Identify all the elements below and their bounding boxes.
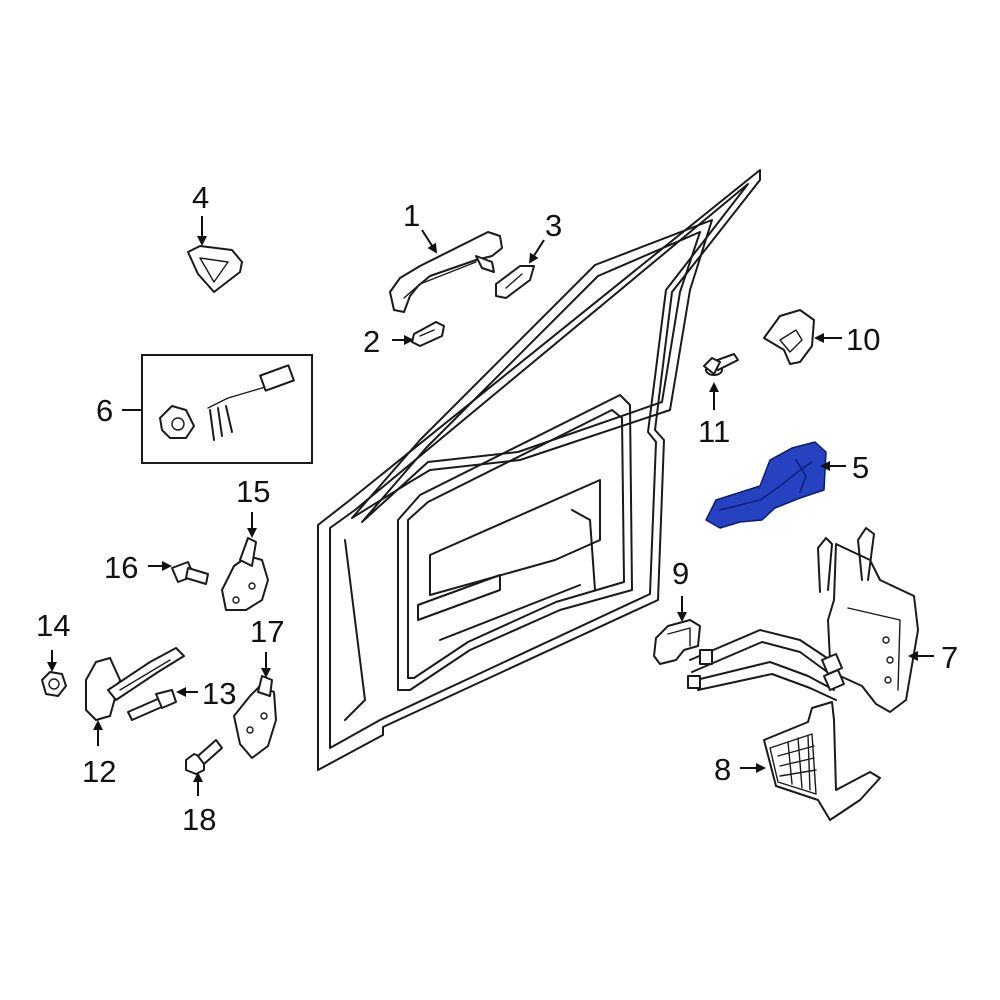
callout-9: 9 — [672, 556, 689, 591]
part-12-check-strap[interactable] — [85, 647, 185, 721]
part-7-latch[interactable] — [687, 527, 919, 713]
callout-lines — [47, 216, 934, 796]
callout-17: 17 — [250, 614, 284, 649]
callout-13: 13 — [202, 676, 236, 711]
callout-3: 3 — [545, 208, 562, 243]
callout-2: 2 — [363, 324, 380, 359]
callout-14: 14 — [36, 608, 70, 643]
part-15-upper-hinge[interactable] — [221, 537, 269, 611]
callout-7: 7 — [941, 640, 958, 675]
part-8-cover[interactable] — [763, 701, 881, 821]
part-16-bolt[interactable] — [171, 561, 209, 585]
callout-10: 10 — [846, 322, 880, 357]
callout-5[interactable]: 5 — [852, 450, 869, 485]
callout-16: 16 — [104, 550, 138, 585]
callout-18: 18 — [182, 802, 216, 837]
part-5-handle-bracket[interactable] — [705, 441, 827, 529]
part-18-bolt[interactable] — [185, 739, 223, 775]
callout-1: 1 — [403, 198, 420, 233]
part-11-bolt[interactable] — [703, 353, 739, 376]
part-1-outside-handle[interactable] — [389, 231, 503, 313]
part-13-bolt[interactable] — [127, 689, 177, 721]
part-9-bracket[interactable] — [653, 619, 701, 665]
part-6-kit[interactable] — [141, 354, 313, 464]
callout-15: 15 — [236, 474, 270, 509]
part-2-gasket[interactable] — [411, 321, 445, 347]
part-10-striker[interactable] — [763, 309, 815, 365]
door-shell — [317, 169, 761, 771]
callout-6: 6 — [96, 393, 113, 428]
callout-4: 4 — [192, 180, 209, 215]
part-3-gasket[interactable] — [495, 265, 535, 299]
callout-8: 8 — [714, 752, 731, 787]
callout-labels: 1 2 3 4 5 6 7 8 9 10 11 12 13 14 15 16 1… — [36, 180, 958, 837]
part-4-cap[interactable] — [187, 245, 243, 293]
part-14-nut[interactable] — [41, 671, 67, 697]
callout-12: 12 — [82, 754, 116, 789]
callout-11: 11 — [698, 414, 730, 449]
part-17-lower-hinge[interactable] — [233, 675, 277, 759]
